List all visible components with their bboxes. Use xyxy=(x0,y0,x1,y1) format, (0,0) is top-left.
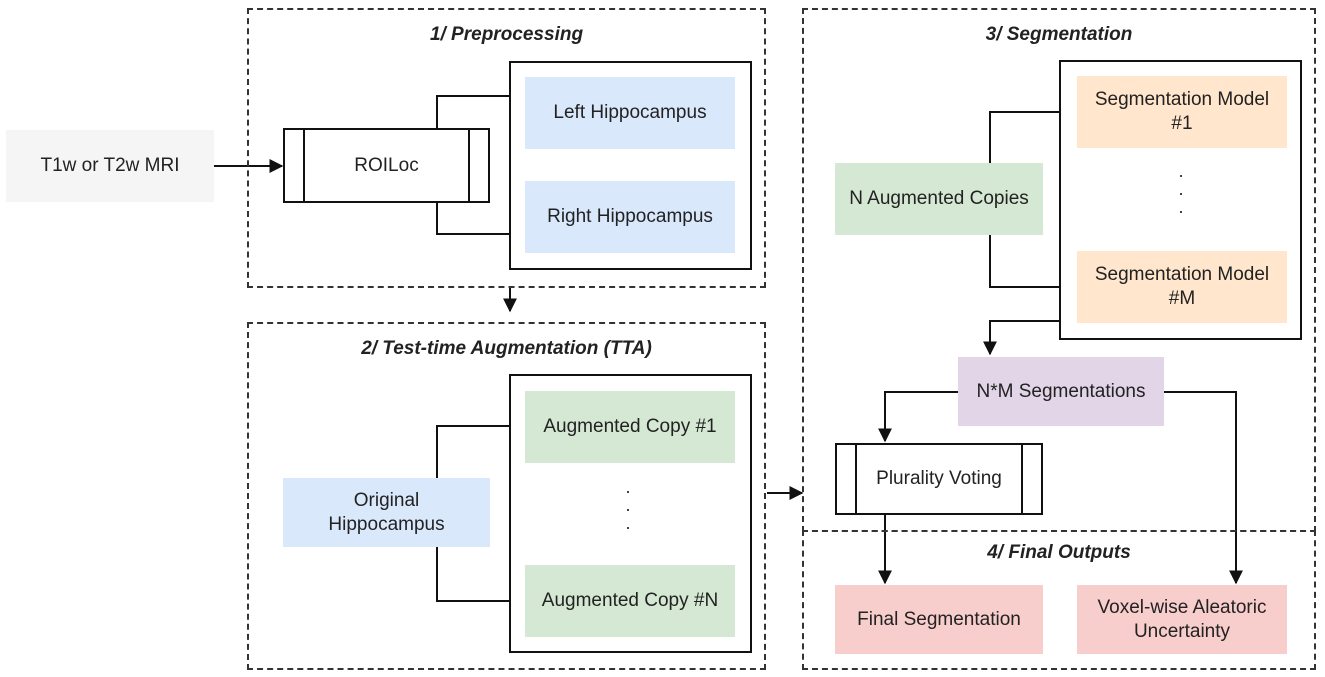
final-segmentation-node: Final Segmentation xyxy=(835,585,1043,654)
plurality-voting-label: Plurality Voting xyxy=(876,468,1002,489)
input-mri-node: T1w or T2w MRI xyxy=(6,130,214,202)
right-hippocampus-node: Right Hippocampus xyxy=(525,181,735,253)
section-tta: 2/ Test-time Augmentation (TTA) xyxy=(247,322,766,670)
plurality-voting-process-node: Plurality Voting xyxy=(835,443,1043,515)
n-augmented-copies-node: N Augmented Copies xyxy=(835,163,1043,235)
section-final-outputs: 4/ Final Outputs xyxy=(802,530,1316,670)
section-preprocessing: 1/ Preprocessing xyxy=(247,8,766,288)
roiloc-process-node: ROILoc xyxy=(283,128,490,203)
section-title-segmentation: 3/ Segmentation xyxy=(985,24,1133,45)
voxel-wise-uncertainty-node: Voxel-wise Aleatoric Uncertainty xyxy=(1077,585,1287,654)
augmented-copy-1-node: Augmented Copy #1 xyxy=(525,391,735,463)
section-title-tta: 2/ Test-time Augmentation (TTA) xyxy=(361,338,652,359)
roiloc-label: ROILoc xyxy=(354,154,419,176)
nm-segmentations-node: N*M Segmentations xyxy=(958,357,1164,426)
original-hippocampus-node: Original Hippocampus xyxy=(283,478,490,547)
segmentation-models-ellipsis: ... xyxy=(1178,161,1184,217)
section-title-preprocessing: 1/ Preprocessing xyxy=(429,24,584,45)
augmented-copies-ellipsis: ... xyxy=(625,477,631,533)
section-title-final-outputs: 4/ Final Outputs xyxy=(987,542,1131,563)
segmentation-model-m-node: Segmentation Model #M xyxy=(1077,251,1287,323)
augmented-copy-n-node: Augmented Copy #N xyxy=(525,565,735,637)
left-hippocampus-node: Left Hippocampus xyxy=(525,77,735,149)
segmentation-model-1-node: Segmentation Model #1 xyxy=(1077,76,1287,148)
